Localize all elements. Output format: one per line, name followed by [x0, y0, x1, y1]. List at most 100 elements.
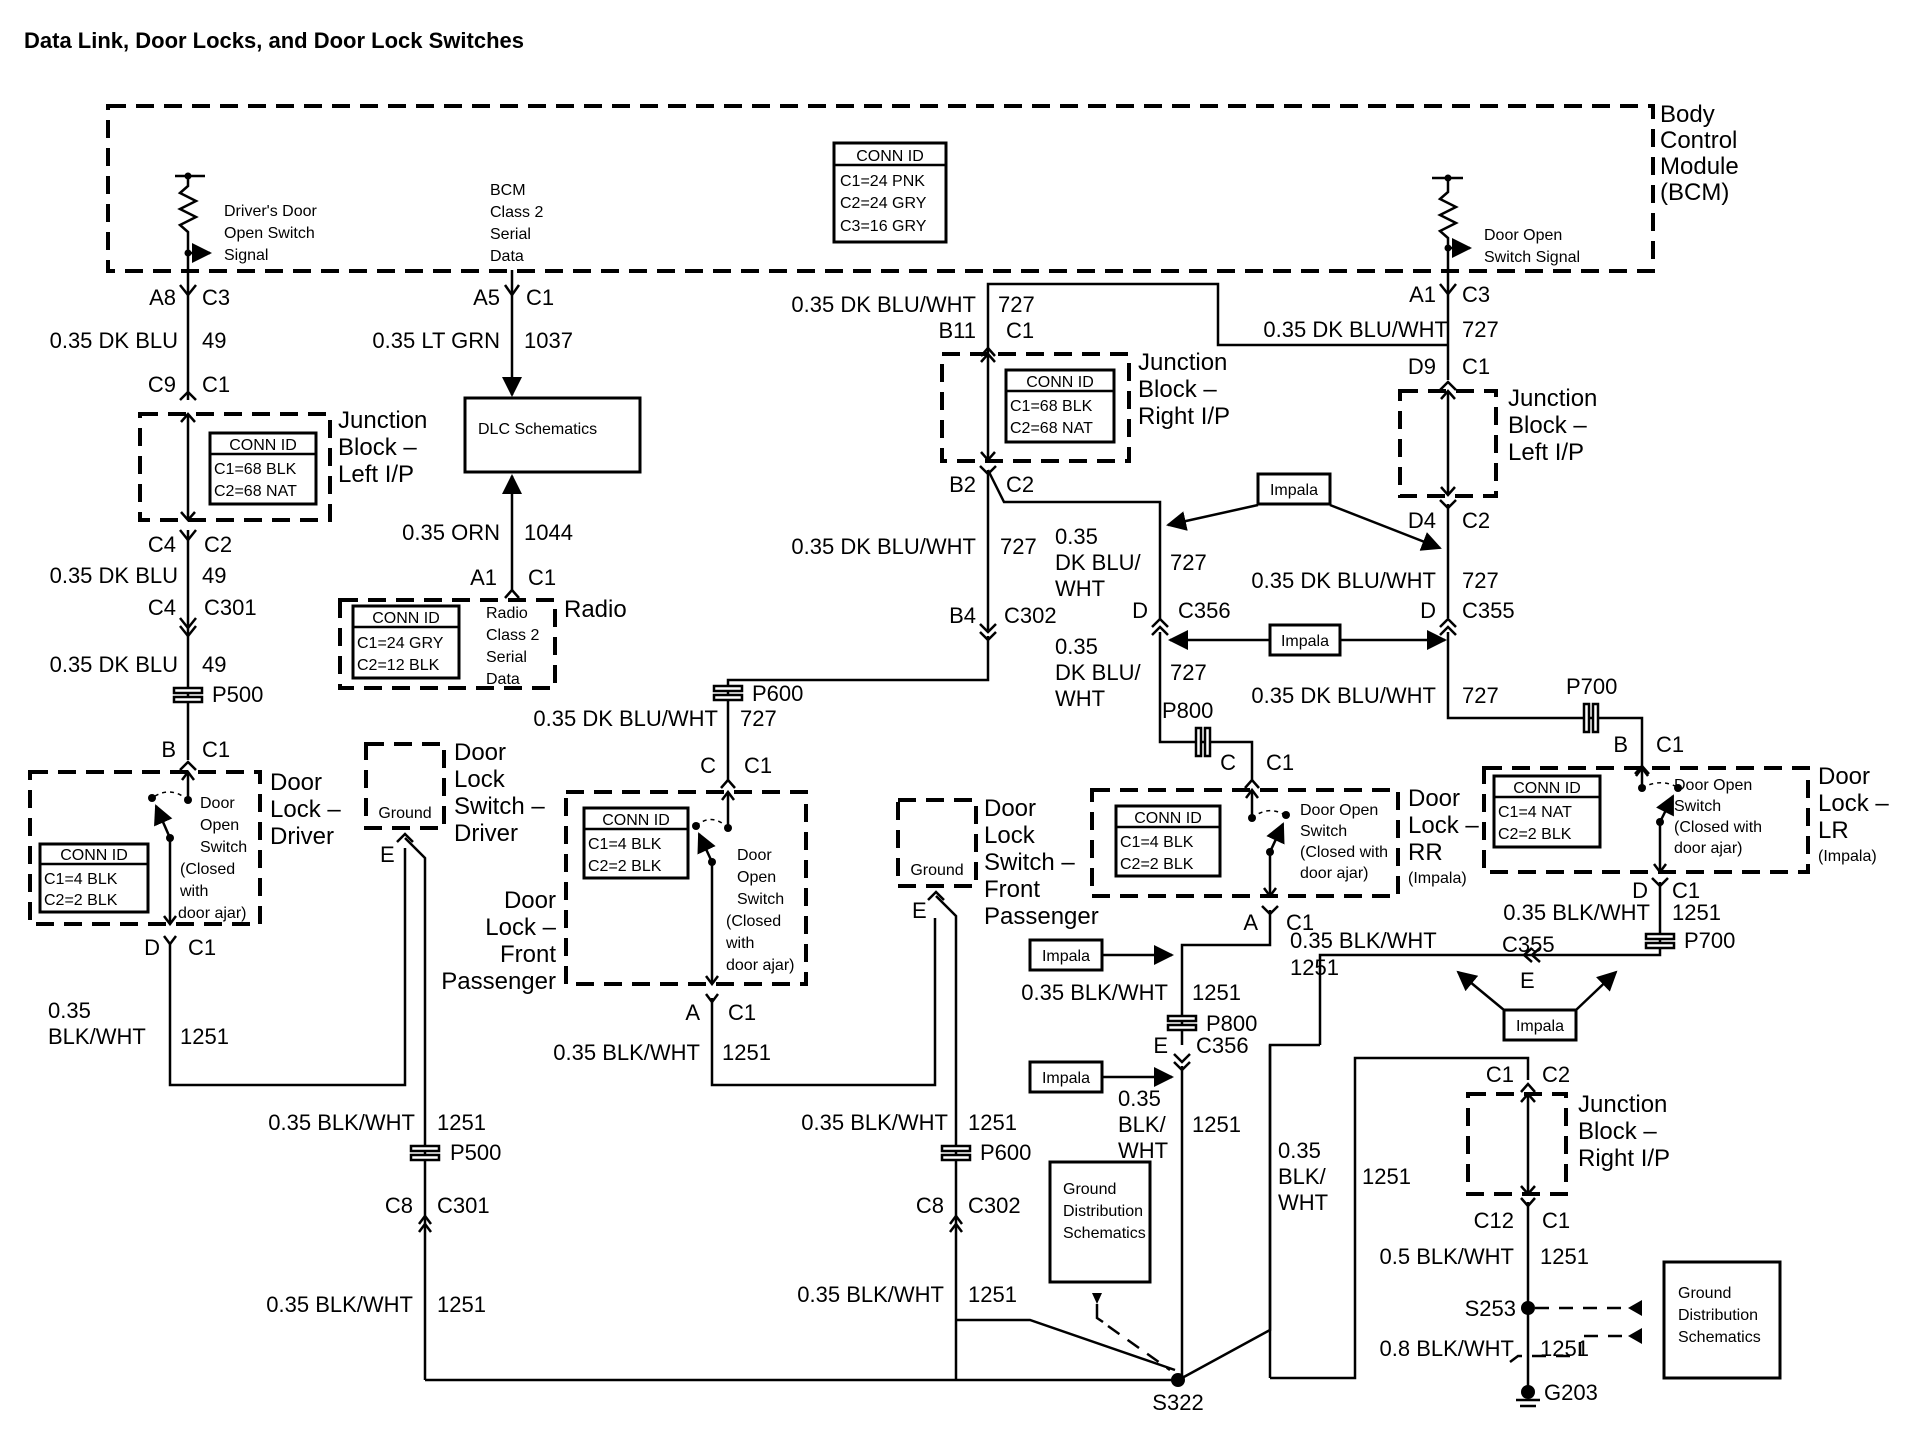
svg-text:Schematics: Schematics [1063, 1225, 1146, 1242]
svg-text:49: 49 [202, 652, 226, 677]
svg-text:Switch: Switch [1300, 823, 1347, 840]
circuit-49[interactable]: A8 C3 0.35 DK BLU 49 C9 C1 [50, 270, 231, 401]
door-lock-driver[interactable]: CONN ID C1=4 BLK C2=2 BLK Door Open Swit… [28, 769, 341, 927]
svg-text:Front: Front [984, 876, 1040, 903]
svg-text:(Closed: (Closed [180, 861, 235, 878]
svg-text:C356: C356 [1196, 1033, 1249, 1058]
impala-option-rr-1[interactable]: Impala [1028, 938, 1174, 972]
door-lock-front-passenger[interactable]: CONN ID C1=4 BLK C2=2 BLK Door Open Swit… [441, 789, 808, 995]
inline-connector-icon [1166, 1014, 1198, 1032]
svg-text:0.35 BLK/WHT: 0.35 BLK/WHT [1503, 900, 1650, 925]
door-lock-switch-driver[interactable]: Ground Door Lock Switch – Driver E [364, 739, 545, 1380]
impala-option-lr[interactable]: Impala [1456, 970, 1618, 1042]
bcm-name-3: Module [1660, 153, 1739, 180]
svg-text:E: E [912, 898, 927, 923]
svg-text:Data: Data [486, 671, 520, 688]
circuit-727-lr[interactable]: D4 C2 0.35 DK BLU/WHT 727 D C355 0.35 DK… [1251, 499, 1684, 775]
wire-circuit: 49 [202, 328, 226, 353]
bcm-name-2: Control [1660, 127, 1737, 154]
wire-to-s322 [956, 1318, 1176, 1372]
svg-text:Lock –: Lock – [1408, 812, 1479, 839]
svg-text:1251: 1251 [1192, 1112, 1241, 1137]
svg-text:Door: Door [454, 739, 506, 766]
jb-right-ip[interactable]: CONN ID C1=68 BLK C2=68 NAT Junction Blo… [940, 349, 1230, 463]
svg-text:Passenger: Passenger [984, 903, 1099, 930]
impala-option-rr-2[interactable]: Impala [1028, 1060, 1174, 1094]
svg-text:door ajar): door ajar) [178, 905, 246, 922]
circuit-1251-g203[interactable]: C12 C1 0.5 BLK/WHT 1251 S253 0.8 BLK/WHT… [1380, 1197, 1642, 1408]
svg-text:Ground: Ground [910, 862, 963, 879]
svg-text:0.35 DK BLU/WHT: 0.35 DK BLU/WHT [1251, 683, 1436, 708]
circuit-727-rr[interactable] [1158, 632, 1254, 780]
svg-text:C2=2 BLK: C2=2 BLK [1498, 826, 1572, 843]
circuit-1251-fp[interactable]: A C1 0.35 BLK/WHT 1251 [553, 918, 937, 1087]
ground-distribution-schematics-right[interactable]: Ground Distribution Schematics [1662, 1260, 1782, 1380]
circuit-727-right[interactable]: A1 C3 D9 C1 [1408, 270, 1490, 391]
svg-text:with: with [725, 935, 754, 952]
inline-connector-icon [1582, 702, 1600, 734]
svg-text:C1=24 PNK: C1=24 PNK [840, 173, 925, 190]
circuit-1251-p500[interactable]: 0.35 BLK/WHT 1251 P500 C8 C301 0.35 BLK/… [266, 1110, 1175, 1382]
svg-text:P700: P700 [1566, 674, 1617, 699]
svg-text:P600: P600 [980, 1140, 1031, 1165]
junction-block-left-ip[interactable]: CONN ID C1=68 BLK C2=68 NAT Junction Blo… [138, 407, 427, 522]
svg-text:Lock: Lock [454, 766, 506, 793]
svg-text:BLK/WHT: BLK/WHT [48, 1024, 146, 1049]
circuit-727-fp[interactable]: P600 0.35 DK BLU/WHT 727 C C1 [533, 681, 803, 789]
svg-text:P700: P700 [1684, 928, 1735, 953]
svg-text:C1: C1 [744, 753, 772, 778]
svg-text:0.35 BLK/WHT: 0.35 BLK/WHT [801, 1110, 948, 1135]
svg-text:C1: C1 [188, 935, 216, 960]
svg-text:D: D [144, 935, 160, 960]
svg-text:CONN ID: CONN ID [1134, 810, 1202, 827]
svg-text:C1: C1 [528, 565, 556, 590]
jb-left-ip-b[interactable]: Junction Block – Left I/P [1398, 385, 1597, 498]
circuit-727-top[interactable]: 0.35 DK BLU/WHT 727 B11 C1 0.35 DK BLU/W… [791, 282, 1499, 357]
svg-text:A8: A8 [149, 285, 176, 310]
svg-text:Block –: Block – [338, 434, 417, 461]
radio[interactable]: CONN ID C1=24 GRY C2=12 BLK Radio Class … [338, 596, 627, 690]
svg-text:WHT: WHT [1055, 686, 1105, 711]
svg-text:0.35 LT GRN: 0.35 LT GRN [372, 328, 500, 353]
circuit-1251-rr[interactable]: A C1 0.35 BLK/WHT 1251 P800 E C356 0.35 … [1021, 905, 1314, 1378]
door-lock-lr[interactable]: CONN ID C1=4 NAT C2=2 BLK Door Open Swit… [1482, 763, 1889, 875]
impala-option-top[interactable]: Impala [1166, 472, 1442, 551]
svg-text:1251: 1251 [722, 1040, 771, 1065]
dlc-schematics-button[interactable]: DLC Schematics [463, 396, 642, 474]
svg-text:C8: C8 [385, 1193, 413, 1218]
conn-id: CONN ID C1=4 NAT C2=2 BLK [1492, 774, 1602, 849]
svg-text:C1=68 BLK: C1=68 BLK [1010, 398, 1093, 415]
svg-text:C1: C1 [526, 285, 554, 310]
door-lock-switch-front-passenger[interactable]: Ground Door Lock Switch – Front Passenge… [896, 795, 1099, 1380]
splice-s253 [1521, 1301, 1535, 1315]
bcm-name-4: (BCM) [1660, 179, 1729, 206]
svg-text:DLC Schematics: DLC Schematics [478, 421, 597, 438]
svg-text:CONN ID: CONN ID [60, 847, 128, 864]
circuit-1251-lr[interactable]: D C1 0.35 BLK/WHT 1251 P700 C355 E 0.35 … [1268, 877, 1735, 1378]
jb-right-ip-b[interactable]: C1 C2 Junction Block – Right I/P 0.35 BL… [1270, 1056, 1670, 1380]
inline-connector-icon [1194, 726, 1212, 758]
svg-text:C1: C1 [1266, 750, 1294, 775]
splice-dot [1171, 1373, 1185, 1387]
svg-text:C356: C356 [1178, 598, 1231, 623]
circuit-727-rr-in[interactable]: C C1 [1220, 750, 1294, 789]
svg-text:Serial: Serial [486, 649, 527, 666]
circuit-1251-driver[interactable]: D C1 0.35 BLK/WHT 1251 [48, 848, 407, 1087]
svg-text:(Closed: (Closed [726, 913, 781, 930]
circuit-1251-p600[interactable]: 0.35 BLK/WHT 1251 P600 C8 C302 0.35 BLK/… [797, 1110, 1031, 1307]
svg-text:Ground: Ground [378, 805, 431, 822]
circuit-1044[interactable]: 0.35 ORN 1044 A1 C1 [402, 474, 573, 599]
ground-distribution-schematics-mid[interactable]: Ground Distribution Schematics [1048, 1160, 1171, 1372]
circuit-727-mid[interactable]: B2 C2 0.35 DK BLU/WHT 727 B4 C302 [726, 465, 1162, 780]
svg-text:727: 727 [1462, 568, 1499, 593]
door-lock-rr[interactable]: CONN ID C1=4 BLK C2=2 BLK Door Open Swit… [1090, 785, 1479, 899]
svg-text:A5: A5 [473, 285, 500, 310]
bcm-module[interactable]: Body Control Module (BCM) CONN ID C1=24 … [106, 101, 1739, 273]
impala-option-mid[interactable]: Impala [1168, 623, 1447, 657]
svg-text:Impala: Impala [1270, 482, 1318, 499]
svg-text:Junction: Junction [1578, 1091, 1667, 1118]
svg-text:C355: C355 [1462, 598, 1515, 623]
circuit-1037[interactable]: A5 C1 0.35 LT GRN 1037 [372, 270, 573, 397]
circuit-49-lower[interactable]: C4 C2 0.35 DK BLU 49 C4 C301 0.35 DK BLU… [50, 529, 264, 771]
svg-text:(Impala): (Impala) [1408, 870, 1467, 887]
